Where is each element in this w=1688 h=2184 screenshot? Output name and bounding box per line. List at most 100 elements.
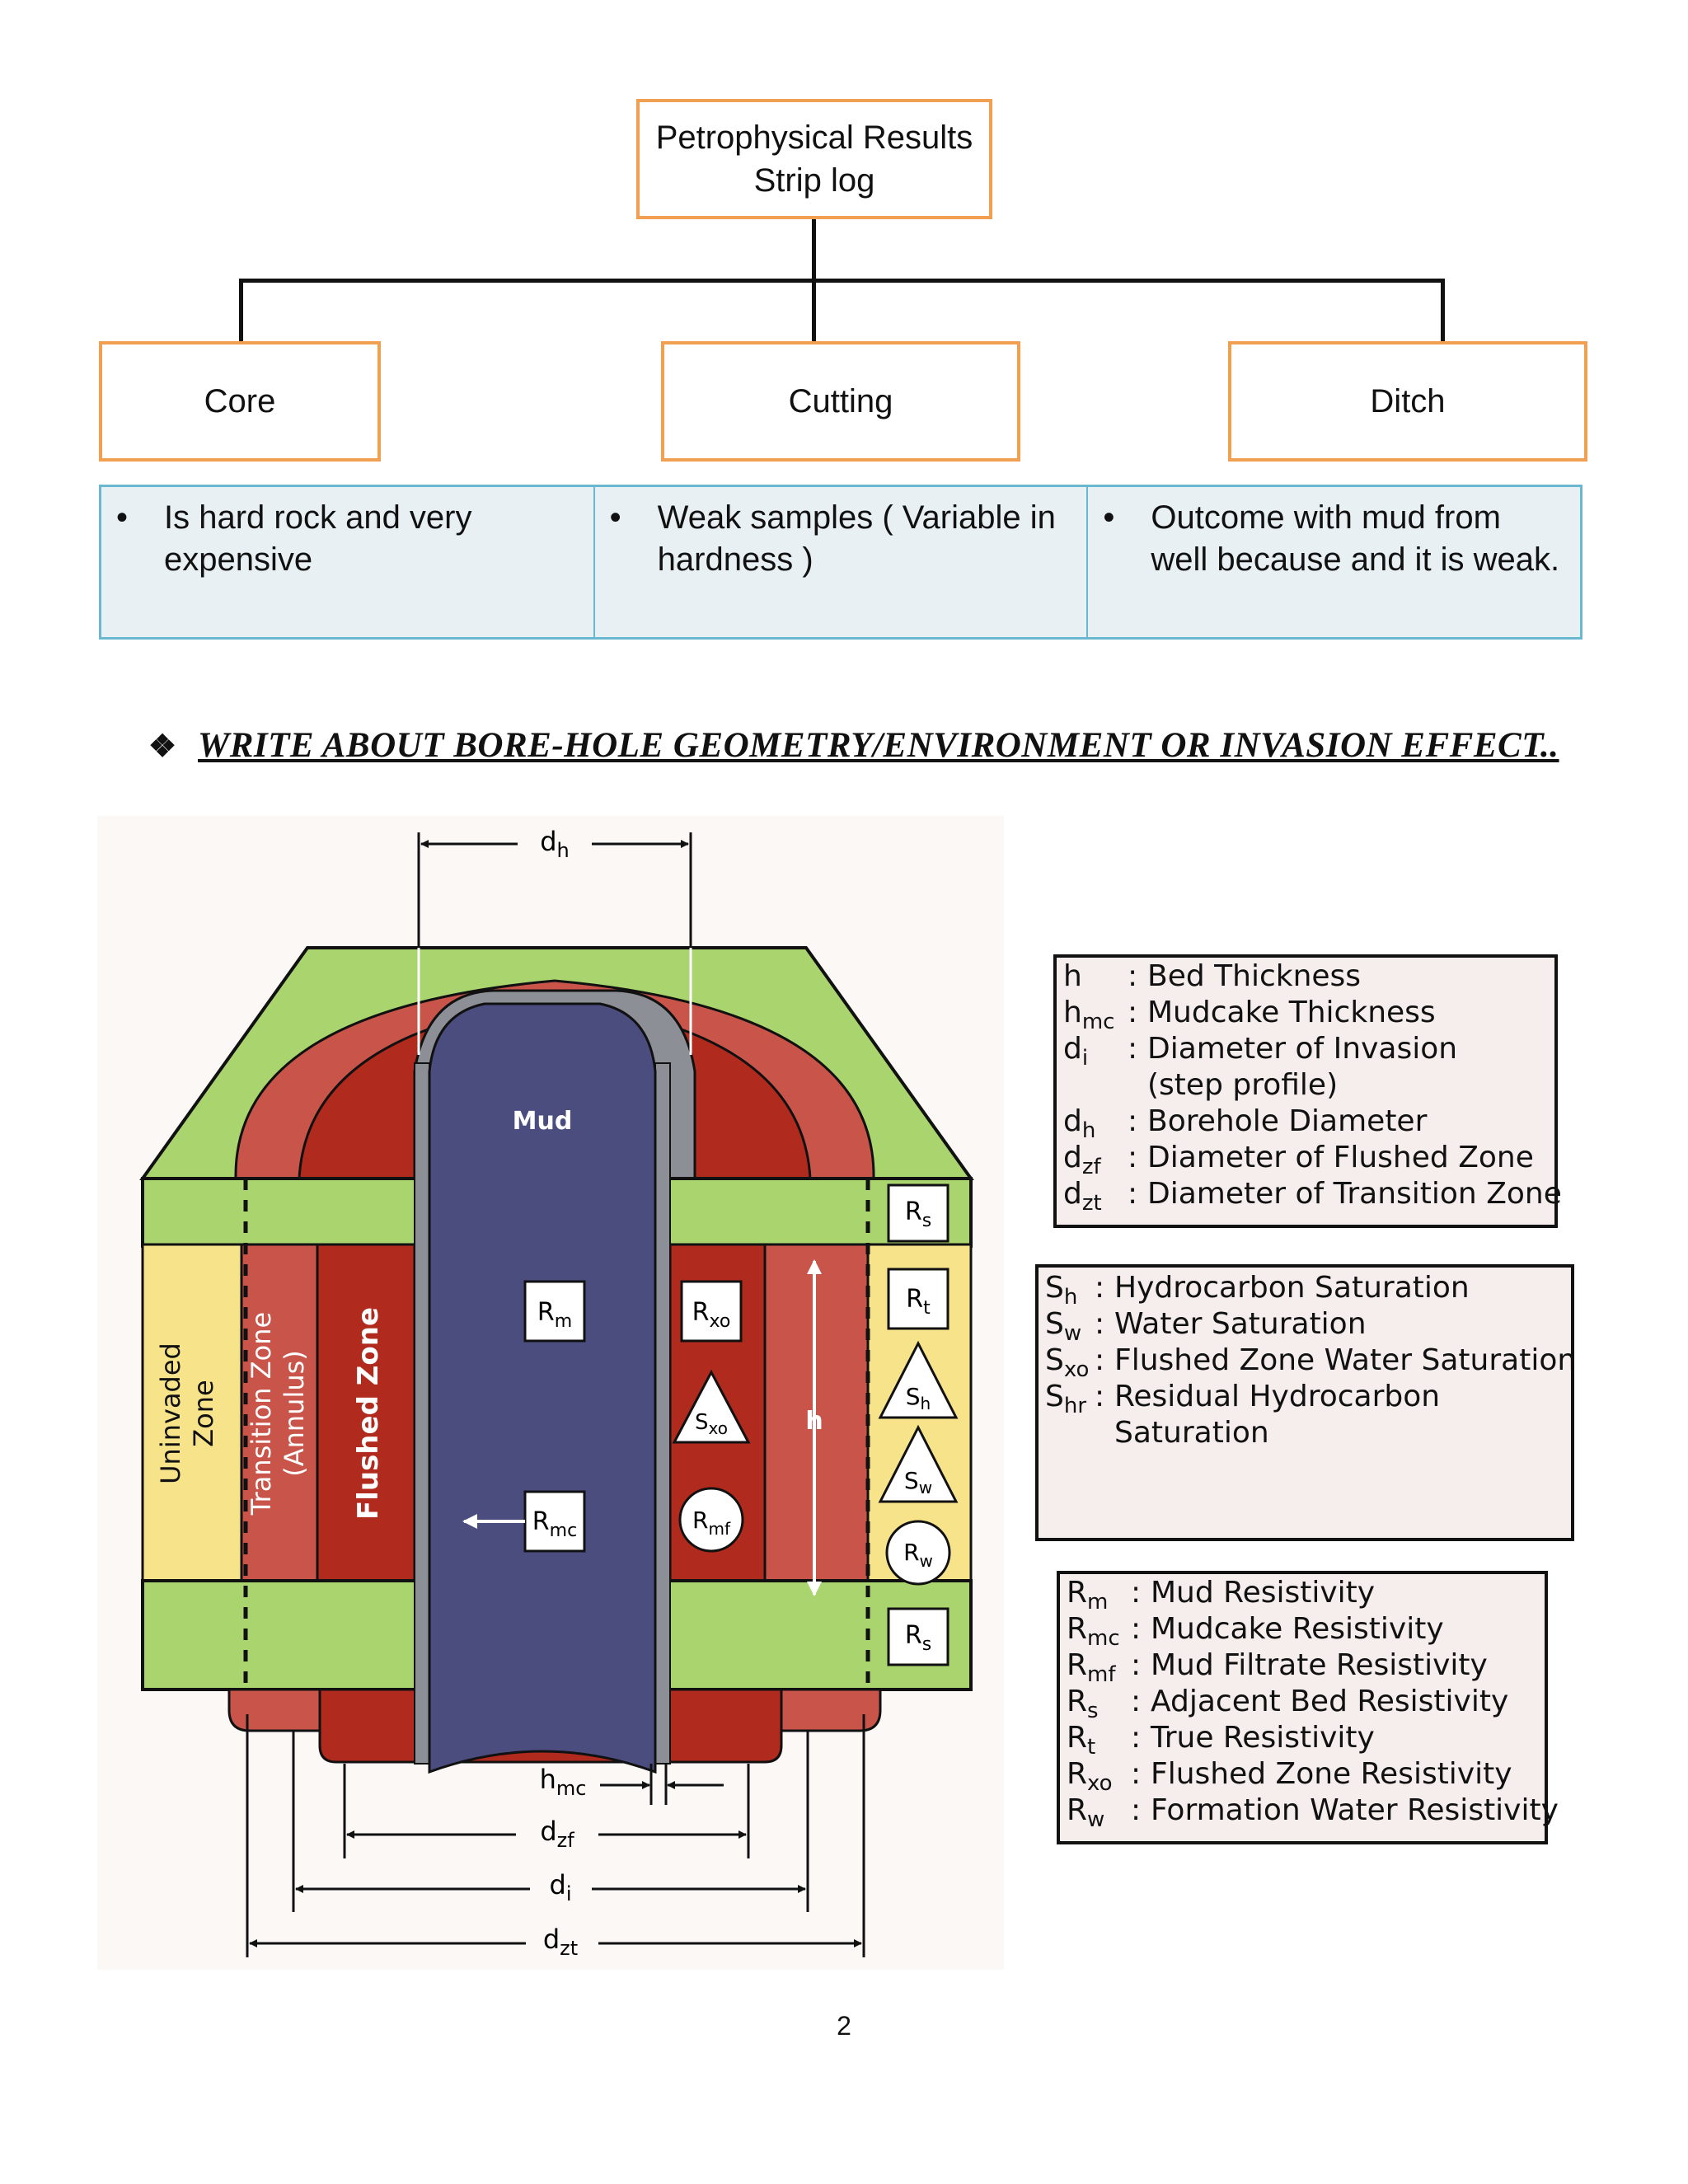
mud-column — [428, 1002, 657, 1774]
legend-symbol: dzf — [1063, 1141, 1101, 1179]
legend-symbol: Rs — [1067, 1685, 1099, 1723]
rt-symbol: Rt — [887, 1268, 950, 1330]
legend-symbol: Sh — [1045, 1271, 1078, 1310]
legend-text: Bed Thickness — [1147, 959, 1362, 993]
diamond-bullet-icon: ❖ — [148, 729, 177, 764]
root-node-line2: Strip log — [753, 162, 875, 199]
uninvaded-label-2: Zone — [188, 1380, 219, 1446]
dzt-label: dzt — [543, 1924, 578, 1960]
legend-colon: : — [1131, 1648, 1142, 1682]
legend-text: Mudcake Thickness — [1147, 996, 1436, 1029]
svg-text:Rmf: Rmf — [692, 1507, 731, 1539]
root-node-line1: Petrophysical Results — [655, 120, 973, 156]
description-cutting: • Weak samples ( Variable in hardness ) — [595, 487, 1089, 637]
node-cutting: Cutting — [661, 341, 1020, 462]
node-core: Core — [99, 341, 381, 462]
legend-symbol: Rt — [1067, 1721, 1096, 1760]
legend-text: Mudcake Resistivity — [1151, 1612, 1444, 1646]
legend-text: Saturation — [1114, 1416, 1269, 1450]
legend-colon: : — [1131, 1576, 1142, 1610]
section-heading-text: Write about bore-hole geometry/environme… — [198, 726, 1559, 765]
connector-ditch — [1441, 279, 1445, 343]
connector-root-stem — [812, 219, 816, 282]
legend-row: Sxo:Flushed Zone Water Saturation — [1045, 1343, 1576, 1382]
legend-symbol: Rxo — [1067, 1757, 1113, 1796]
legend-text: (step profile) — [1147, 1068, 1339, 1102]
legend-text: Mud Filtrate Resistivity — [1151, 1648, 1488, 1682]
mudcake-left — [414, 1062, 430, 1765]
legend-text: True Resistivity — [1151, 1721, 1375, 1755]
root-node-petrophysical-results: Petrophysical Results Strip log — [636, 99, 992, 219]
legend-text: Flushed Zone Resistivity — [1151, 1757, 1512, 1791]
legend-symbol: h — [1063, 959, 1082, 993]
legend-symbol: Sw — [1045, 1307, 1082, 1346]
description-core-text: Is hard rock and very expensive — [164, 499, 472, 578]
node-ditch: Ditch — [1228, 341, 1587, 462]
legend-colon: : — [1131, 1685, 1142, 1718]
legend-text: Hydrocarbon Saturation — [1114, 1271, 1470, 1305]
description-ditch: • Outcome with mud from well because and… — [1088, 487, 1580, 637]
bullet: • — [609, 499, 621, 536]
transition-label-1: Transition Zone — [246, 1312, 277, 1516]
legend-symbol: Rm — [1067, 1576, 1109, 1615]
legend-row: Rmc:Mudcake Resistivity — [1067, 1612, 1444, 1651]
legend-row: (step profile) — [1063, 1068, 1338, 1102]
bullet: • — [116, 499, 129, 536]
legend-symbol: dzt — [1063, 1177, 1102, 1216]
node-ditch-label: Ditch — [1370, 383, 1446, 419]
saturation-legend: Sh: Hydrocarbon Saturation Sw:Water Satur… — [1035, 1264, 1576, 1541]
legend-colon: : — [1128, 959, 1138, 993]
rs-bottom-symbol: Rs — [887, 1607, 950, 1666]
legend-text: Residual Hydrocarbon — [1114, 1380, 1441, 1413]
svg-text:Rt: Rt — [906, 1285, 931, 1319]
legend-symbol: Sxo — [1045, 1343, 1090, 1382]
legend-symbol: hmc — [1063, 996, 1115, 1034]
flushed-label: Flushed Zone — [352, 1307, 385, 1520]
legend-row: Shr: Residual Hydrocarbon — [1045, 1380, 1440, 1418]
legend-colon: : — [1128, 1141, 1138, 1174]
legend-colon: : — [1131, 1612, 1142, 1646]
legend-row: Rm: Mud Resistivity — [1067, 1576, 1375, 1615]
page-number: 2 — [837, 2011, 851, 2041]
svg-text:Rxo: Rxo — [692, 1298, 731, 1332]
bed-thickness-label: h — [805, 1407, 823, 1436]
legend-row: Rw:Formation Water Resistivity — [1067, 1793, 1559, 1832]
legend-colon: : — [1095, 1380, 1105, 1413]
svg-text:Sh: Sh — [906, 1383, 931, 1413]
geometry-legend: h:Bed Thickness hmc:Mudcake Thickness di… — [1053, 954, 1562, 1228]
legend-text: Adjacent Bed Resistivity — [1151, 1685, 1509, 1718]
legend-text: Diameter of Transition Zone — [1147, 1177, 1562, 1211]
svg-text:Rw: Rw — [903, 1539, 933, 1571]
legend-colon: : — [1128, 996, 1138, 1029]
di-label: di — [550, 1869, 572, 1905]
legend-symbol: Shr — [1045, 1380, 1087, 1418]
legend-colon: : — [1095, 1343, 1105, 1377]
rw-symbol: Rw — [885, 1520, 951, 1586]
legend-row: dzf:Diameter of Flushed Zone — [1063, 1141, 1534, 1179]
hmc-label: hmc — [540, 1764, 587, 1800]
node-core-label: Core — [204, 383, 276, 419]
legend-row: Rmf: Mud Filtrate Resistivity — [1067, 1648, 1488, 1687]
legend-text: Diameter of Invasion — [1147, 1032, 1458, 1066]
description-core: • Is hard rock and very expensive — [101, 487, 595, 637]
legend-text: Mud Resistivity — [1151, 1576, 1376, 1610]
rxo-symbol: Rxo — [680, 1280, 743, 1343]
transition-label-2: (Annulus) — [279, 1350, 310, 1477]
description-cutting-text: Weak samples ( Variable in hardness ) — [657, 499, 1056, 578]
legend-colon: : — [1128, 1032, 1138, 1066]
rmc-symbol: Rmc — [523, 1490, 586, 1553]
legend-row: Sw:Water Saturation — [1045, 1307, 1367, 1346]
bullet: • — [1103, 499, 1115, 536]
legend-symbol: Rmf — [1067, 1648, 1116, 1687]
legend-colon: : — [1131, 1793, 1142, 1827]
legend-colon: : — [1128, 1104, 1138, 1138]
borehole-invasion-diagram: Mud Uninvaded Zone Transition Zone (Annu… — [97, 816, 1004, 1970]
legend-row: di:Diameter of Invasion — [1063, 1032, 1457, 1071]
legend-colon: : — [1095, 1271, 1105, 1305]
sw-symbol: Sw — [878, 1424, 959, 1503]
description-table: • Is hard rock and very expensive • Weak… — [99, 485, 1582, 640]
svg-text:Sxo: Sxo — [695, 1410, 728, 1438]
legend-row: h: Bed Thickness — [1063, 959, 1361, 998]
svg-text:Rs: Rs — [905, 1621, 931, 1655]
legend-row: dzt:Diameter of Transition Zone — [1063, 1177, 1562, 1216]
